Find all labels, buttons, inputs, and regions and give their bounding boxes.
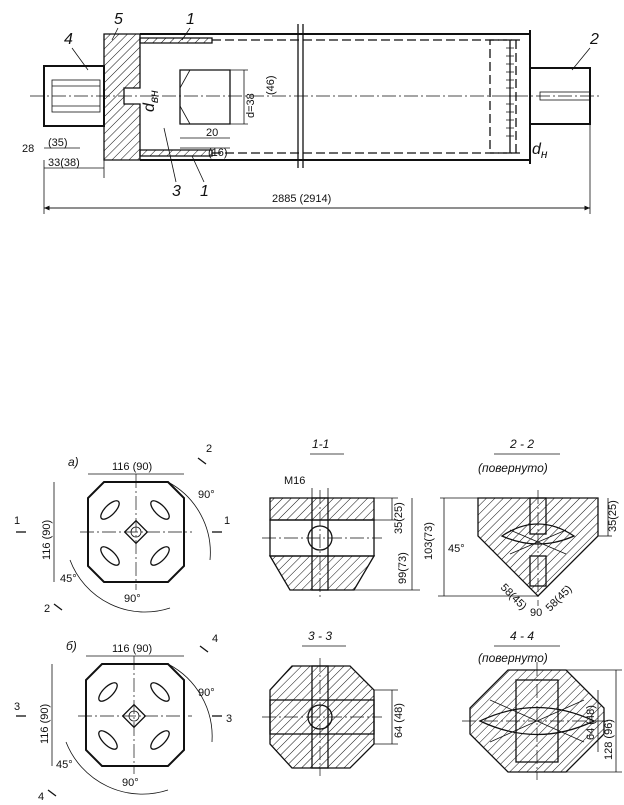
view-b-angle-bottom: 90° [122,777,139,789]
sec-2-d90: 90 [530,607,542,619]
callout-5: 5 [114,11,123,28]
sec-1-d99: 99(73) [397,552,409,584]
cut-2-top: 2 [206,443,212,455]
callout-1-top: 1 [186,11,195,28]
sec-1-title: 1-1 [312,437,329,451]
view-a-angle-bottom: 90° [124,593,141,605]
view-b-angle-45: 45° [56,759,73,771]
sec-2-d58a: 58(45) [498,582,529,613]
sec-2-d103: 103(73) [423,522,435,560]
sec-4-note: (повернуто) [478,651,548,665]
sec-4-title: 4 - 4 [510,629,534,643]
view-a-width: 116 (90) [112,461,152,473]
sec-3-title: 3 - 3 [308,629,332,643]
section-3-3: 3 - 3 64 (48) [262,629,405,776]
view-a-angle-45: 45° [60,573,77,585]
oval-holes-a [100,500,170,566]
dim-overall: 2885 (2914) [272,193,331,205]
dim-20: 20 [206,127,218,139]
section-1-1: 1-1 M16 35(25) 99(73) [262,437,420,598]
dim-d46: (46) [265,75,277,95]
callout-2: 2 [589,31,599,48]
sec-2-title: 2 - 2 [509,437,534,451]
sec-2-angle: 45° [448,543,465,555]
sec-2-note: (повернуто) [478,461,548,475]
view-b: б) 116 (90) 116 (90) 90° 90° 45° 3 3 4 4 [14,633,232,803]
sec-1-thread: M16 [284,475,305,487]
cut-4-bottom: 4 [38,791,44,803]
view-b-width: 116 (90) [112,643,152,655]
section-4-4: 4 - 4 (повернуто) 64 (48) 128 (96) [462,629,622,780]
callout-4: 4 [64,31,73,48]
sec-2-d35: 35(25) [607,500,619,532]
dim-33: 33(38) [48,157,80,169]
view-a-tag: а) [68,455,79,469]
d-inner-label: dвн [141,90,161,112]
oval-holes-b [98,682,170,750]
dim-16: (16) [208,147,228,159]
callout-3: 3 [172,183,181,200]
dim-35: (35) [48,137,68,149]
sec-4-d64: 64 (48) [585,705,597,740]
cut-1-right: 1 [224,515,230,527]
view-b-tag: б) [66,639,77,653]
cut-3-right: 3 [226,713,232,725]
dim-28: 28 [22,143,34,155]
sec-4-d128: 128 (96) [603,719,615,760]
sec-3-d64: 64 (48) [393,703,405,738]
sec-2-d58b: 58(45) [544,583,575,614]
view-a-height: 116 (90) [41,520,53,560]
cut-4-top: 4 [212,633,218,645]
cut-3-left: 3 [14,701,20,713]
view-b-angle-top: 90° [198,687,215,699]
dim-d38: d=38 [245,93,257,118]
cut-1-left: 1 [14,515,20,527]
shaft-assembly-view: 1 2 3 1 4 5 dвн dн d=38 (46) 20 (16) [22,11,600,214]
view-b-height: 116 (90) [39,704,51,744]
view-a: а) 116 (90) 116 (90) 90° 90° 45° 1 1 2 2 [14,443,230,615]
cut-2-bottom: 2 [44,603,50,615]
callout-1-bottom: 1 [200,183,209,200]
sec-1-d35: 35(25) [393,502,405,534]
d-outer-label: dн [532,141,548,161]
section-2-2: 2 - 2 (повернуто) 103(73) 35(25) 45° 58(… [423,437,619,619]
view-a-angle-top: 90° [198,489,215,501]
